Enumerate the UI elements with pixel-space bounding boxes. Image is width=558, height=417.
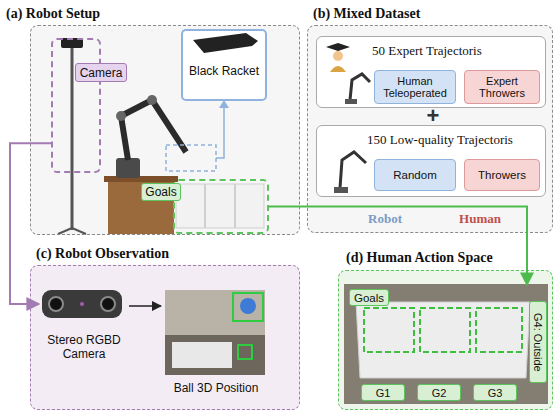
node-label: Goals: [349, 289, 389, 306]
goal-shelf: [176, 184, 264, 228]
table-top: [104, 176, 178, 182]
tripod-leg: [72, 228, 86, 234]
panel: Human Teleoperated Expert Throwers 50 Expe…: [307, 25, 553, 233]
ball: [240, 298, 256, 314]
dataset-box: Random Throwers 150 Low-quality Trajectori…: [316, 125, 546, 197]
connector-arrow: [129, 305, 161, 307]
stereo-camera: [42, 290, 122, 318]
ball-bounding-box: [238, 345, 252, 359]
data-source-box: Human Teleoperated: [374, 70, 456, 104]
camera-photo: [165, 290, 265, 375]
goal-tag: G2: [417, 384, 461, 401]
panel-fill: [338, 270, 553, 410]
ball-bounding-box: [233, 293, 263, 321]
node-label: G4: Outside: [529, 301, 547, 383]
camera-device: Stereo RGBD Camera: [39, 284, 129, 364]
leader-arrowhead: [219, 100, 229, 108]
goal-frame: [476, 308, 522, 352]
tripod-pole: [71, 42, 74, 230]
panel-title: (a) Robot Setup: [6, 5, 206, 23]
camera-lens: [101, 297, 115, 311]
node-label: Goals: [141, 183, 181, 201]
goal-tag: G1: [361, 384, 405, 401]
data-source-box: Expert Throwers: [464, 70, 540, 104]
goals-box: Goals: [173, 179, 269, 234]
camera-box: Camera: [51, 38, 101, 173]
panel: Stereo RGBD CameraBall 3D Position(c) Ro…: [30, 265, 300, 410]
panel-title: (c) Robot Observation: [36, 245, 276, 263]
node-label: Throwers: [465, 160, 539, 190]
node-label: G1: [361, 384, 405, 401]
group-label: Human: [455, 211, 505, 227]
node-label: 150 Low-quality Trajectoris: [367, 130, 545, 150]
photo-shelf: [172, 342, 232, 368]
leader-line: [216, 102, 224, 158]
node-label: Camera: [75, 63, 127, 82]
robot-base: [116, 158, 140, 178]
node-label: 50 Expert Trajectoris: [372, 41, 542, 61]
panel-fill: [30, 265, 300, 410]
goal-tag: G3: [473, 384, 517, 401]
goals-photo: G1 G2 G3 G4: Outside Goals: [345, 285, 549, 405]
node-label: Black Racket: [183, 61, 265, 81]
data-source-box: Throwers: [464, 159, 540, 191]
end-effector-highlight: [166, 145, 216, 171]
racket-box: Black Racket: [181, 29, 267, 101]
robot-joint: [116, 111, 126, 121]
node-label: Human Teleoperated: [375, 71, 455, 103]
panel-title: (d) Human Action Space: [346, 249, 546, 267]
panel-fill: [307, 25, 553, 233]
goal-divider: [234, 184, 236, 228]
panel-fill: [30, 25, 300, 235]
plus-sign: +: [420, 106, 446, 126]
robot-joint: [147, 95, 157, 105]
goal-shelf: [356, 302, 530, 378]
goals-photo: [344, 284, 548, 404]
tripod-leg: [58, 228, 72, 234]
goal-tag: G4: Outside: [529, 301, 547, 383]
robot-arm: [121, 100, 186, 160]
camera-led: [80, 302, 84, 306]
panel: G1G2G3G4: OutsideGoals(d) Human Action S…: [338, 270, 553, 410]
node-label: Stereo RGBD Camera: [39, 332, 129, 362]
group-label: Robot: [360, 211, 410, 227]
data-source-box: Random: [374, 159, 456, 191]
node-label: G2: [417, 384, 461, 401]
dataset-box: Human Teleoperated Expert Throwers 50 Expe…: [316, 36, 546, 108]
goal-frame: [420, 308, 470, 352]
panel-title: (b) Mixed Dataset: [313, 5, 533, 23]
node-label: Ball 3D Position: [161, 379, 271, 397]
camera-lens: [49, 297, 63, 311]
goal-divider: [204, 184, 206, 228]
node-label: Expert Throwers: [465, 71, 539, 103]
observation-photo: Ball 3D Position: [161, 288, 271, 398]
photo-floor: [165, 335, 265, 375]
node-label: G3: [473, 384, 517, 401]
panel: CameraBlack RacketGoals(a) Robot Setup: [30, 25, 300, 235]
node-label: Random: [375, 160, 455, 190]
goal-frame: [364, 308, 414, 352]
